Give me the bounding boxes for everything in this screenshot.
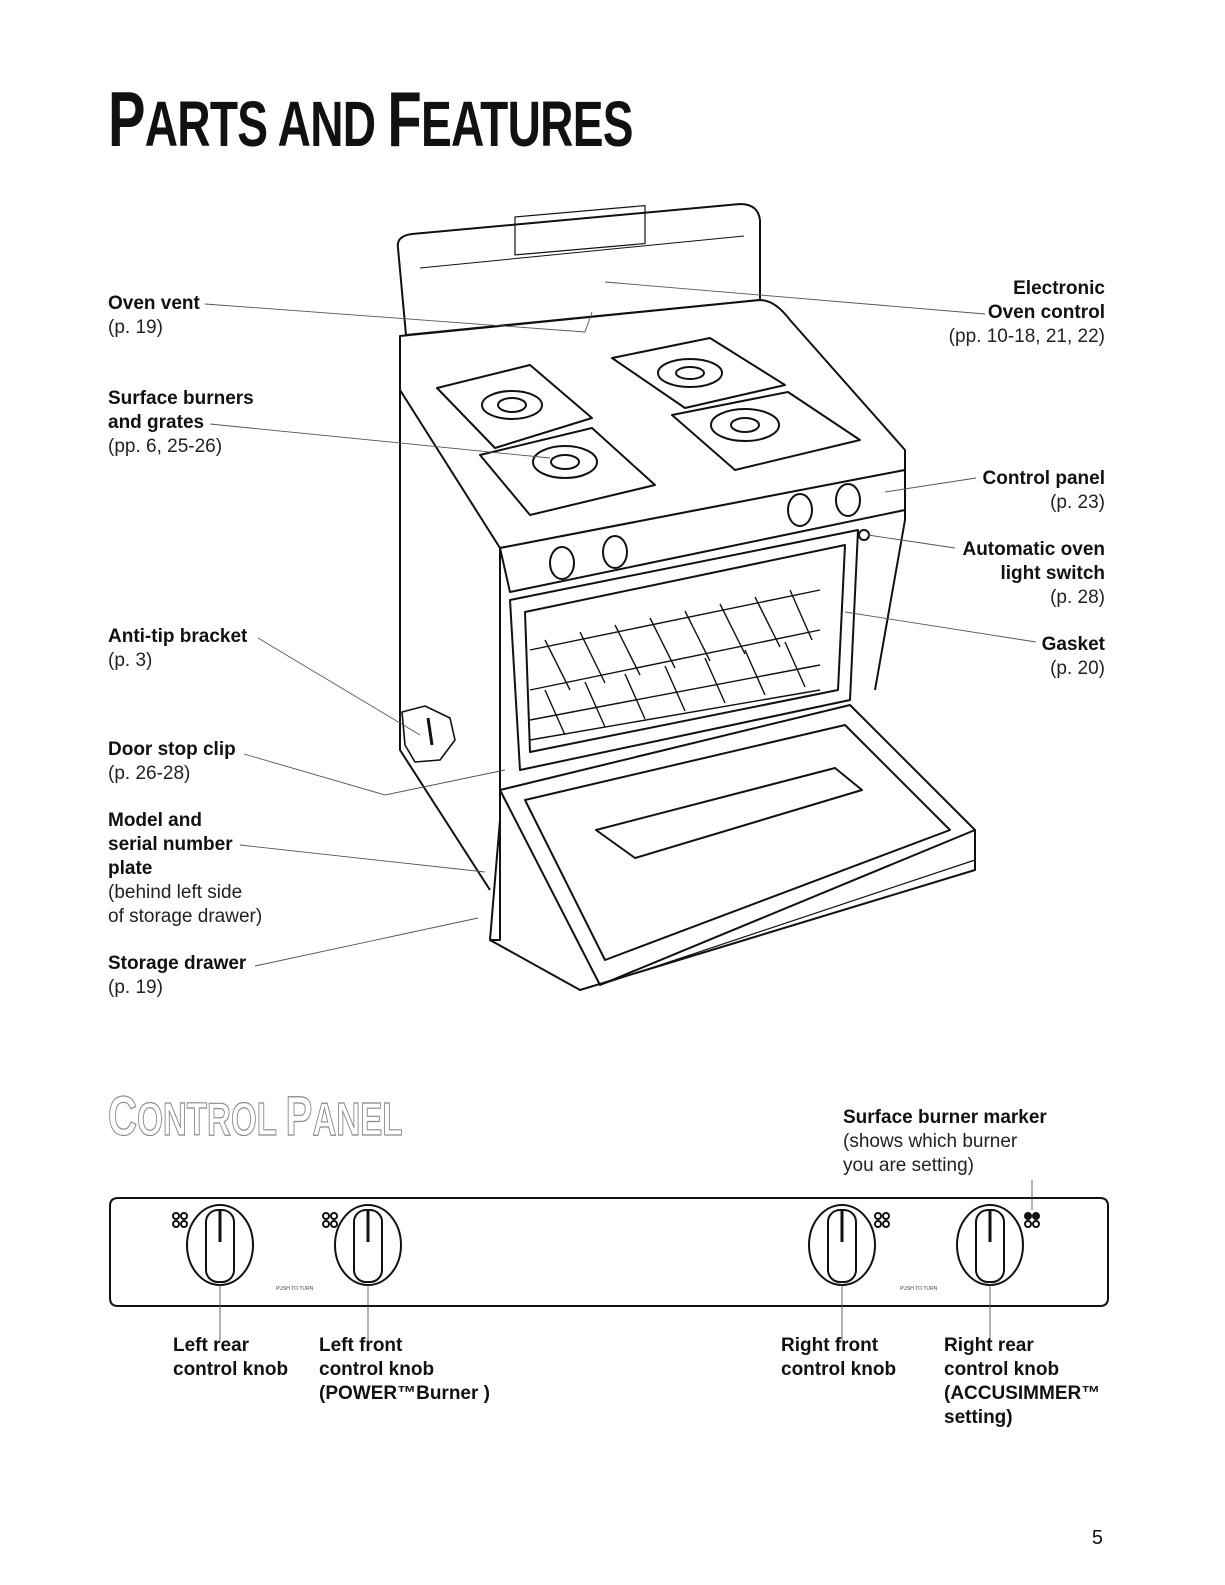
callout-name: Anti-tip bracket	[108, 626, 248, 647]
page-number: 5	[1091, 1527, 1103, 1549]
label-left-front-knob: Left front control knob (POWER™Burner )	[319, 1334, 490, 1406]
callout-surface-burner-marker: Surface burner marker (shows which burne…	[843, 1106, 1047, 1178]
knob-label-line: Left front	[319, 1335, 403, 1356]
callout-anti-tip-bracket: Anti-tip bracket (p. 3)	[108, 625, 247, 673]
leader-model-serial	[239, 844, 486, 873]
callout-name: Storage drawer	[108, 953, 247, 974]
callout-automatic-oven-light-switch: Automatic oven light switch (p. 28)	[962, 538, 1105, 610]
leader-light-switch	[867, 534, 956, 549]
knob-label-line: Right front	[781, 1335, 879, 1356]
callout-ref: (p. 20)	[1050, 658, 1105, 679]
leader-electronic-oven	[604, 281, 986, 315]
control-panel-section-title: CONTROL PANEL	[108, 1087, 403, 1145]
callout-name: Surface burner marker	[843, 1107, 1047, 1128]
callout-note: (shows which burner	[843, 1131, 1018, 1152]
callout-oven-vent: Oven vent (p. 19)	[108, 292, 200, 340]
callout-name: Surface burners	[108, 388, 254, 409]
title-and: AND	[277, 88, 376, 160]
page-title: PARTS AND FEATURES	[108, 80, 633, 158]
leader-oven-vent	[204, 303, 593, 333]
callout-name: Door stop clip	[108, 739, 236, 760]
callout-ref: (p. 19)	[108, 317, 163, 338]
knob-label-line: Right rear	[944, 1335, 1034, 1356]
callout-control-panel: Control panel (p. 23)	[983, 467, 1105, 515]
knob-right-front-icon[interactable]	[808, 1204, 890, 1286]
callout-door-stop-clip: Door stop clip (p. 26-28)	[108, 738, 236, 786]
knob-label-line: control knob	[319, 1359, 435, 1380]
knob-label-line: control knob	[944, 1359, 1060, 1380]
push-to-turn-right: PUSH TO TURN	[900, 1286, 938, 1292]
label-left-rear-knob: Left rear control knob	[173, 1334, 288, 1382]
callout-ref: (p. 26-28)	[108, 763, 191, 784]
leader-storage-drawer	[254, 917, 479, 967]
section-cap-c: C	[108, 1084, 138, 1147]
callout-ref: (p. 19)	[108, 977, 163, 998]
callout-note: of storage drawer)	[108, 906, 263, 927]
callout-surface-burners: Surface burners and grates (pp. 6, 25-26…	[108, 387, 254, 459]
callout-ref: (pp. 6, 25-26)	[108, 436, 223, 457]
section-rest-anel: ANEL	[312, 1093, 403, 1145]
callout-note: (behind left side	[108, 882, 243, 903]
knob-label-line: Left rear	[173, 1335, 250, 1356]
callout-name: Control panel	[982, 468, 1105, 489]
callout-name: Oven vent	[108, 293, 200, 314]
push-to-turn-left: PUSH TO TURN	[276, 1286, 314, 1292]
callout-ref: (p. 28)	[1050, 587, 1105, 608]
knob-right-rear-icon[interactable]	[956, 1204, 1040, 1286]
label-right-front-knob: Right front control knob	[781, 1334, 896, 1382]
section-rest-ontrol: ONTROL	[137, 1093, 277, 1145]
leader-control-panel	[884, 477, 977, 493]
knob-label-line: (POWER™Burner )	[319, 1383, 490, 1404]
callout-name: Model and	[108, 810, 202, 831]
knob-label-line: setting)	[944, 1407, 1013, 1428]
leader-gasket	[844, 611, 1037, 643]
knob-label-line: (ACCUSIMMER™	[944, 1383, 1101, 1404]
callout-gasket: Gasket (p. 20)	[1042, 633, 1105, 681]
callout-name: plate	[108, 858, 153, 879]
leader-door-stop	[243, 753, 506, 796]
control-panel-strip: PUSH TO TURN PUSH TO TURN	[109, 1180, 1109, 1340]
callout-ref: (p. 3)	[108, 650, 153, 671]
title-cap-f: F	[387, 75, 422, 163]
callout-name: Automatic oven	[962, 539, 1105, 560]
title-rest-features: EATURES	[421, 88, 633, 160]
knob-group	[172, 1204, 1040, 1286]
section-cap-p: P	[285, 1084, 313, 1147]
knob-label-line: control knob	[173, 1359, 289, 1380]
callout-ref: (pp. 10-18, 21, 22)	[948, 326, 1105, 347]
callout-name: Gasket	[1041, 634, 1105, 655]
callout-ref: (p. 23)	[1050, 492, 1105, 513]
knob-label-line: control knob	[781, 1359, 897, 1380]
callout-name: and grates	[108, 412, 205, 433]
callout-name: light switch	[1000, 563, 1106, 584]
title-rest-parts: ARTS	[144, 88, 268, 160]
leader-surface-burners	[209, 423, 551, 459]
callout-name: serial number	[108, 834, 233, 855]
callout-electronic-oven-control: Electronic Oven control (pp. 10-18, 21, …	[949, 277, 1105, 349]
callout-note: you are setting)	[843, 1155, 974, 1176]
callout-model-serial-plate: Model and serial number plate (behind le…	[108, 809, 262, 929]
callout-storage-drawer: Storage drawer (p. 19)	[108, 952, 246, 1000]
callout-name: Oven control	[987, 302, 1105, 323]
leader-anti-tip	[257, 637, 421, 736]
callout-name: Electronic	[1013, 278, 1105, 299]
knob-left-front-icon[interactable]	[322, 1204, 402, 1286]
knob-left-rear-icon[interactable]	[172, 1204, 254, 1286]
title-cap-p: P	[108, 75, 145, 163]
label-right-rear-knob: Right rear control knob (ACCUSIMMER™ set…	[944, 1334, 1100, 1430]
